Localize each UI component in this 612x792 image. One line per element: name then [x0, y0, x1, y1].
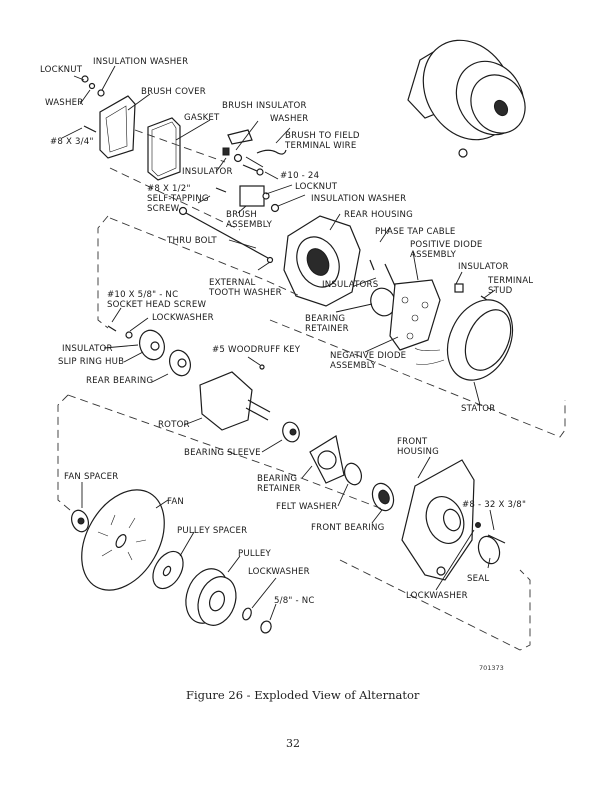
label-washer-mid: WASHER: [270, 114, 309, 124]
page-number: 32: [286, 737, 300, 750]
label-washer-top: WASHER: [45, 98, 84, 108]
label-terminal-stud: TERMINAL STUD: [488, 276, 534, 296]
label-insulation-washer-top: INSULATION WASHER: [93, 57, 189, 67]
label-seal: SEAL: [467, 574, 490, 584]
label-gasket: GASKET: [184, 113, 220, 123]
assembly-dashed-lines: [57, 129, 566, 651]
label-locknut-mid: LOCKNUT: [295, 182, 338, 192]
label-bearing-sleeve: BEARING SLEEVE: [184, 448, 261, 458]
figure-id: 701373: [479, 664, 504, 672]
rear-housing-part: [283, 215, 361, 307]
label-screw-8-32: #8 - 32 x 3/8": [462, 500, 527, 510]
label-insulation-washer-mid: INSULATION WASHER: [311, 194, 407, 204]
label-felt-washer: FELT WASHER: [276, 502, 338, 512]
label-brush-cover: BRUSH COVER: [141, 87, 206, 97]
brush-components: [215, 129, 287, 213]
front-housing-part: [401, 459, 506, 581]
label-socket-head-screw: #10 x 5/8" - NC SOCKET HEAD SCREW: [107, 290, 207, 310]
label-self-tapping-screw: #8 x 1/2" SELF-TAPPING SCREW: [147, 184, 209, 214]
label-pulley: PULLEY: [238, 549, 271, 559]
label-woodruff-key: #5 WOODRUFF KEY: [212, 345, 301, 355]
label-bearing-retainer-front: BEARING RETAINER: [257, 474, 301, 494]
label-insulator-right: INSULATOR: [458, 262, 509, 272]
label-slip-ring-hub: SLIP RING HUB: [58, 357, 125, 367]
label-nut-5-8-nc: 5/8" - NC: [274, 596, 315, 606]
label-brush-to-field-terminal-wire: BRUSH TO FIELD TERMINAL WIRE: [285, 131, 360, 151]
label-front-housing: FRONT HOUSING: [397, 437, 439, 457]
label-pulley-spacer: PULLEY SPACER: [177, 526, 248, 536]
rotor-part: [199, 371, 300, 443]
label-rear-housing: REAR HOUSING: [344, 210, 413, 220]
label-fan-spacer: FAN SPACER: [64, 472, 119, 482]
label-fan: FAN: [167, 497, 185, 507]
label-external-tooth-washer: EXTERNAL TOOTH WASHER: [209, 278, 282, 298]
label-brush-insulator: BRUSH INSULATOR: [222, 101, 307, 111]
label-stator: STATOR: [461, 404, 496, 414]
label-lockwasher-front: LOCKWASHER: [406, 591, 468, 601]
label-front-bearing: FRONT BEARING: [311, 523, 385, 533]
label-negative-diode-assembly: NEGATIVE DIODE ASSEMBLY: [330, 351, 407, 371]
label-insulator-mid: INSULATOR: [182, 167, 233, 177]
thru-bolt-part: [178, 206, 274, 264]
fan-pulley-parts: [70, 489, 272, 634]
label-lockwasher-pulley: LOCKWASHER: [248, 567, 310, 577]
label-screw-8x3-4: #8 x 3/4": [50, 137, 94, 147]
label-rotor: ROTOR: [158, 420, 190, 430]
figure-caption: Figure 26 - Exploded View of Alternator: [186, 688, 420, 702]
label-brush-assembly: BRUSH ASSEMBLY: [226, 210, 273, 230]
label-insulators: INSULATORS: [322, 280, 379, 290]
gasket-part: [147, 117, 181, 181]
label-bearing-retainer-rear: BEARING RETAINER: [305, 314, 349, 334]
front-bearing-parts: [309, 435, 395, 512]
label-phase-tap-cable: PHASE TAP CABLE: [375, 227, 456, 237]
label-positive-diode-assembly: POSITIVE DIODE ASSEMBLY: [410, 240, 483, 260]
label-screw-10-24: #10 - 24: [280, 171, 320, 181]
slip-ring-hub-parts: [107, 325, 265, 377]
label-lockwasher-left: LOCKWASHER: [152, 313, 214, 323]
diode-assemblies: [369, 259, 491, 351]
leader-lines: [61, 65, 496, 621]
label-rear-bearing: REAR BEARING: [86, 376, 154, 386]
label-locknut-top: LOCKNUT: [40, 65, 83, 75]
stator-part: [414, 299, 514, 381]
assembled-alternator-illustration: [407, 39, 526, 158]
label-insulator-left: INSULATOR: [62, 344, 113, 354]
label-thru-bolt: THRU BOLT: [167, 236, 217, 246]
